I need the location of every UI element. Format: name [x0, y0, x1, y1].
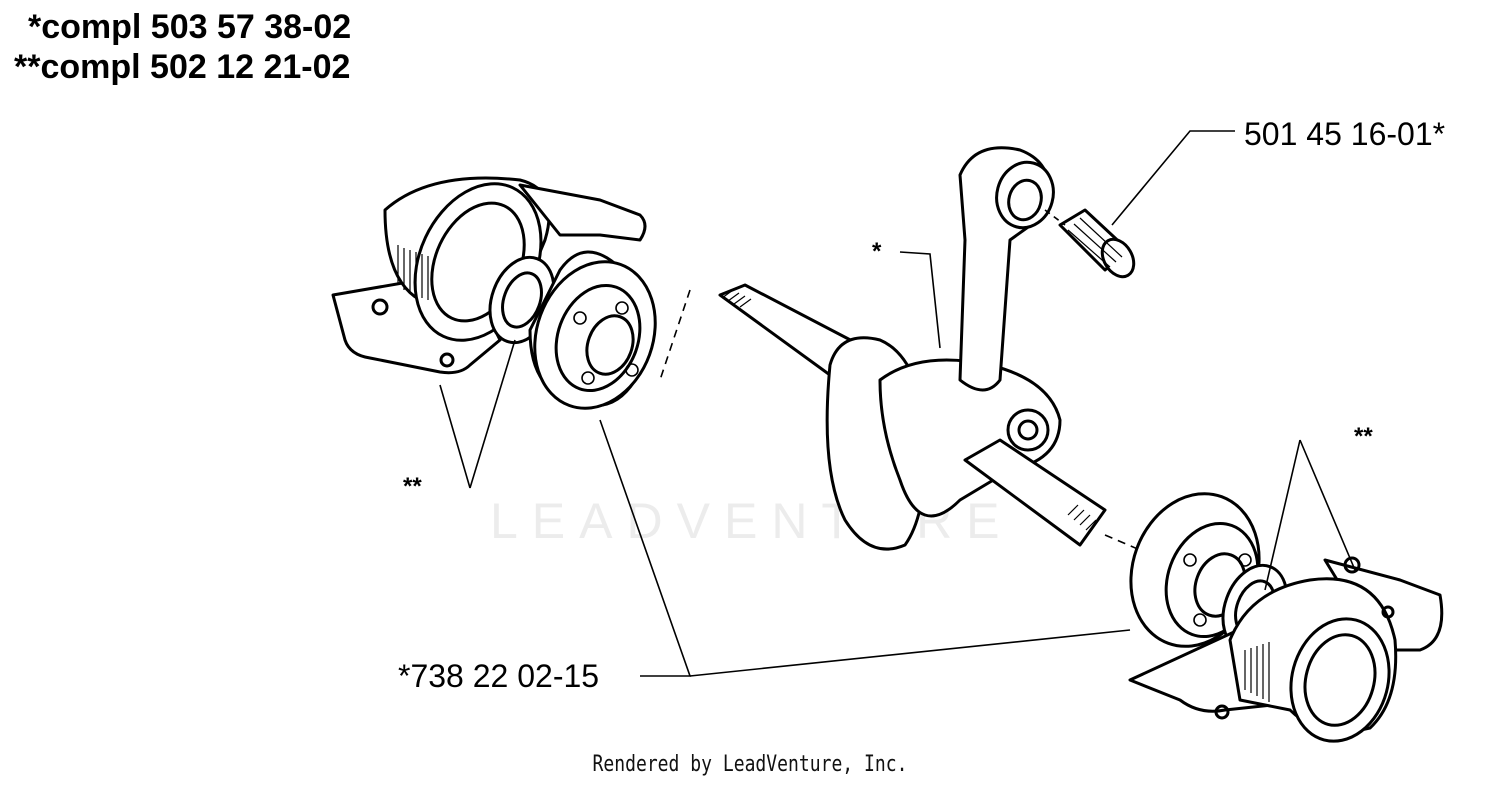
- callout-right-seal: **: [1354, 423, 1373, 450]
- left-ball-bearing: [528, 250, 657, 410]
- leader-lines: [439, 130, 1356, 677]
- crankshaft: [718, 283, 1107, 551]
- callout-connecting-rod: *: [872, 238, 882, 265]
- right-crankcase-hatching: [1244, 642, 1270, 702]
- right-shaft-thread: [1067, 504, 1097, 531]
- left-shaft-thread: [721, 289, 752, 308]
- callout-left-seal: **: [403, 473, 422, 500]
- header-line-2: **compl 502 12 21-02: [14, 48, 351, 86]
- right-crankcase-half: [1128, 556, 1444, 743]
- connecting-rod: [958, 146, 1055, 392]
- footer-credit: Rendered by LeadVenture, Inc.: [592, 752, 908, 777]
- header-line-1: *compl 503 57 38-02: [28, 8, 352, 46]
- callout-needle-bearing: 501 45 16-01*: [1244, 116, 1446, 152]
- needle-bearing: [1058, 208, 1136, 279]
- callout-ball-bearing: *738 22 02-15: [398, 658, 600, 694]
- left-crankcase-hatching: [397, 245, 429, 300]
